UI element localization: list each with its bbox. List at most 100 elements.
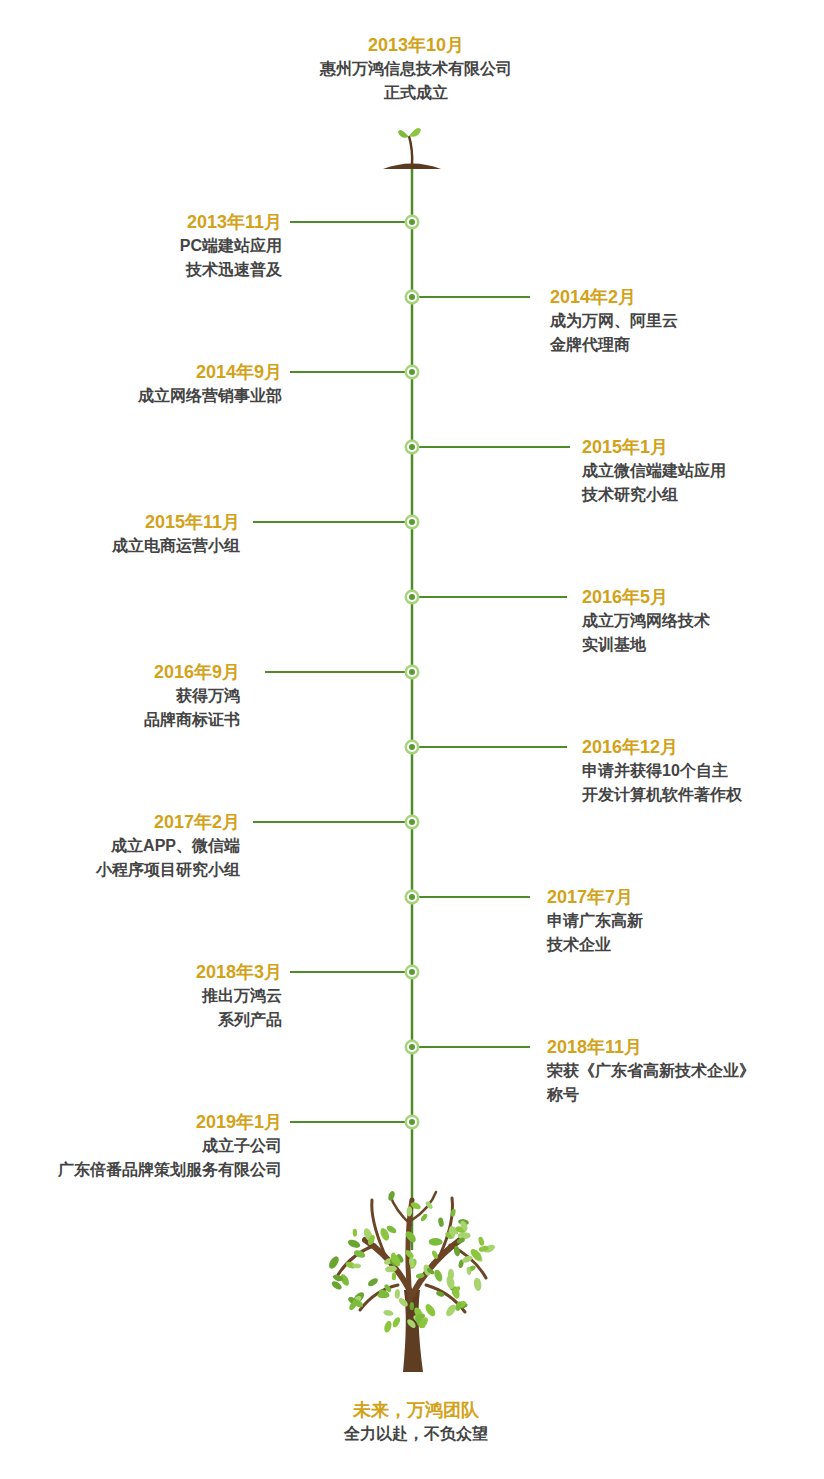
leaf [459, 1220, 469, 1232]
event-text: 获得万鸿 品牌商标证书 [141, 684, 240, 732]
date-heading: 2015年11月 [109, 510, 240, 534]
timeline-dot [405, 290, 420, 305]
timeline-dot [405, 815, 420, 830]
event-text: 成立子公司 广东倍番品牌策划服务有限公司 [55, 1134, 282, 1182]
leaf [455, 1301, 463, 1312]
leader-line [412, 446, 570, 448]
leaf [433, 1269, 444, 1283]
leaf [332, 1273, 344, 1282]
leaf [444, 1303, 458, 1318]
leaf [448, 1269, 454, 1280]
timeline-entry: 2014年2月成为万网、阿里云 金牌代理商 [550, 285, 681, 357]
timeline-dot [405, 890, 420, 905]
timeline-entry: 2016年12月申请并获得10个自主 开发计算机软件著作权 [582, 735, 745, 807]
date-heading: 2015年1月 [582, 435, 729, 459]
leaf [415, 1273, 424, 1279]
date-heading: 2017年7月 [547, 885, 646, 909]
date-heading: 2013年10月 [4, 33, 824, 57]
leaf [383, 1320, 393, 1334]
leaf [420, 1213, 429, 1223]
timeline-entry: 2016年9月获得万鸿 品牌商标证书 [141, 660, 240, 732]
leaf [444, 1231, 453, 1240]
leaf [391, 1316, 401, 1329]
leaf [330, 1280, 343, 1291]
leaf [456, 1237, 466, 1245]
event-text: 成立网络营销事业部 [135, 384, 282, 408]
timeline-dot [405, 1040, 420, 1055]
event-text: 成为万网、阿里云 金牌代理商 [550, 309, 681, 357]
leaf [425, 1200, 434, 1210]
leaf [478, 1236, 485, 1246]
leaf [379, 1227, 391, 1242]
timeline-dot [405, 590, 420, 605]
leaf [435, 1290, 445, 1297]
leaf [438, 1217, 445, 1227]
leader-line [265, 671, 412, 673]
leader-line [290, 1121, 412, 1123]
timeline-dot [405, 215, 420, 230]
leaf [453, 1245, 461, 1257]
leaf [367, 1277, 380, 1288]
leaf [423, 1302, 437, 1318]
leaf [352, 1263, 361, 1268]
leaf [409, 1258, 418, 1270]
leaf [392, 1272, 397, 1280]
leaf [406, 1206, 413, 1217]
leaf [431, 1250, 439, 1260]
leaf [469, 1247, 484, 1262]
leaf [473, 1277, 482, 1291]
tree-branches [338, 1192, 486, 1312]
leaf [450, 1208, 456, 1217]
timeline-dot [405, 965, 420, 980]
leaf [429, 1238, 443, 1246]
event-text: 成立APP、微信端 小程序项目研究小组 [93, 834, 240, 882]
leader-line [253, 521, 412, 523]
date-heading: 2014年2月 [550, 285, 681, 309]
leaf [353, 1249, 367, 1260]
timeline-entry: 2016年5月成立万鸿网络技术 实训基地 [582, 585, 713, 657]
leaf [347, 1238, 362, 1249]
leaf [478, 1245, 489, 1252]
sprout-leaf [409, 128, 421, 137]
leaf [417, 1316, 430, 1330]
leaf [327, 1255, 341, 1271]
leader-line [412, 896, 530, 898]
leaf [367, 1234, 377, 1246]
leader-line [412, 296, 530, 298]
event-text: 成立微信端建站应用 技术研究小组 [582, 459, 729, 507]
leaf [390, 1252, 397, 1264]
leaf [383, 1309, 394, 1316]
leaf [385, 1265, 397, 1273]
leaf [387, 1190, 396, 1201]
timeline-trunk [411, 166, 414, 1250]
timeline-entry: 2015年11月成立电商运营小组 [109, 510, 240, 558]
timeline-entry: 2019年1月成立子公司 广东倍番品牌策划服务有限公司 [55, 1110, 282, 1182]
leaf [404, 1249, 415, 1260]
leaf [450, 1285, 461, 1296]
event-text: 成立电商运营小组 [109, 534, 240, 558]
timeline-entry: 2017年2月成立APP、微信端 小程序项目研究小组 [93, 810, 240, 882]
leaf [408, 1257, 415, 1268]
leaf [426, 1267, 435, 1275]
sprout [383, 128, 441, 169]
timeline-entry: 2015年1月成立微信端建站应用 技术研究小组 [582, 435, 729, 507]
timeline-entry: 2018年3月推出万鸿云 系列产品 [196, 960, 282, 1032]
leader-line [412, 596, 567, 598]
leaf [377, 1291, 389, 1298]
leaf [397, 1296, 409, 1308]
date-heading: 2016年5月 [582, 585, 713, 609]
leaf [461, 1254, 473, 1264]
timeline-dot [405, 1115, 420, 1130]
leader-lines [253, 215, 570, 1130]
date-heading: 2014年9月 [135, 360, 282, 384]
timeline-entry: 2013年10月惠州万鸿信息技术有限公司 正式成立 [4, 33, 824, 105]
date-heading: 未来，万鸿团队 [4, 1398, 824, 1422]
sprout-stem [409, 136, 412, 166]
event-text: 推出万鸿云 系列产品 [199, 984, 282, 1032]
leaf [351, 1298, 364, 1309]
leader-line [412, 746, 567, 748]
leaf [377, 1288, 390, 1299]
timeline-dot [405, 440, 420, 455]
